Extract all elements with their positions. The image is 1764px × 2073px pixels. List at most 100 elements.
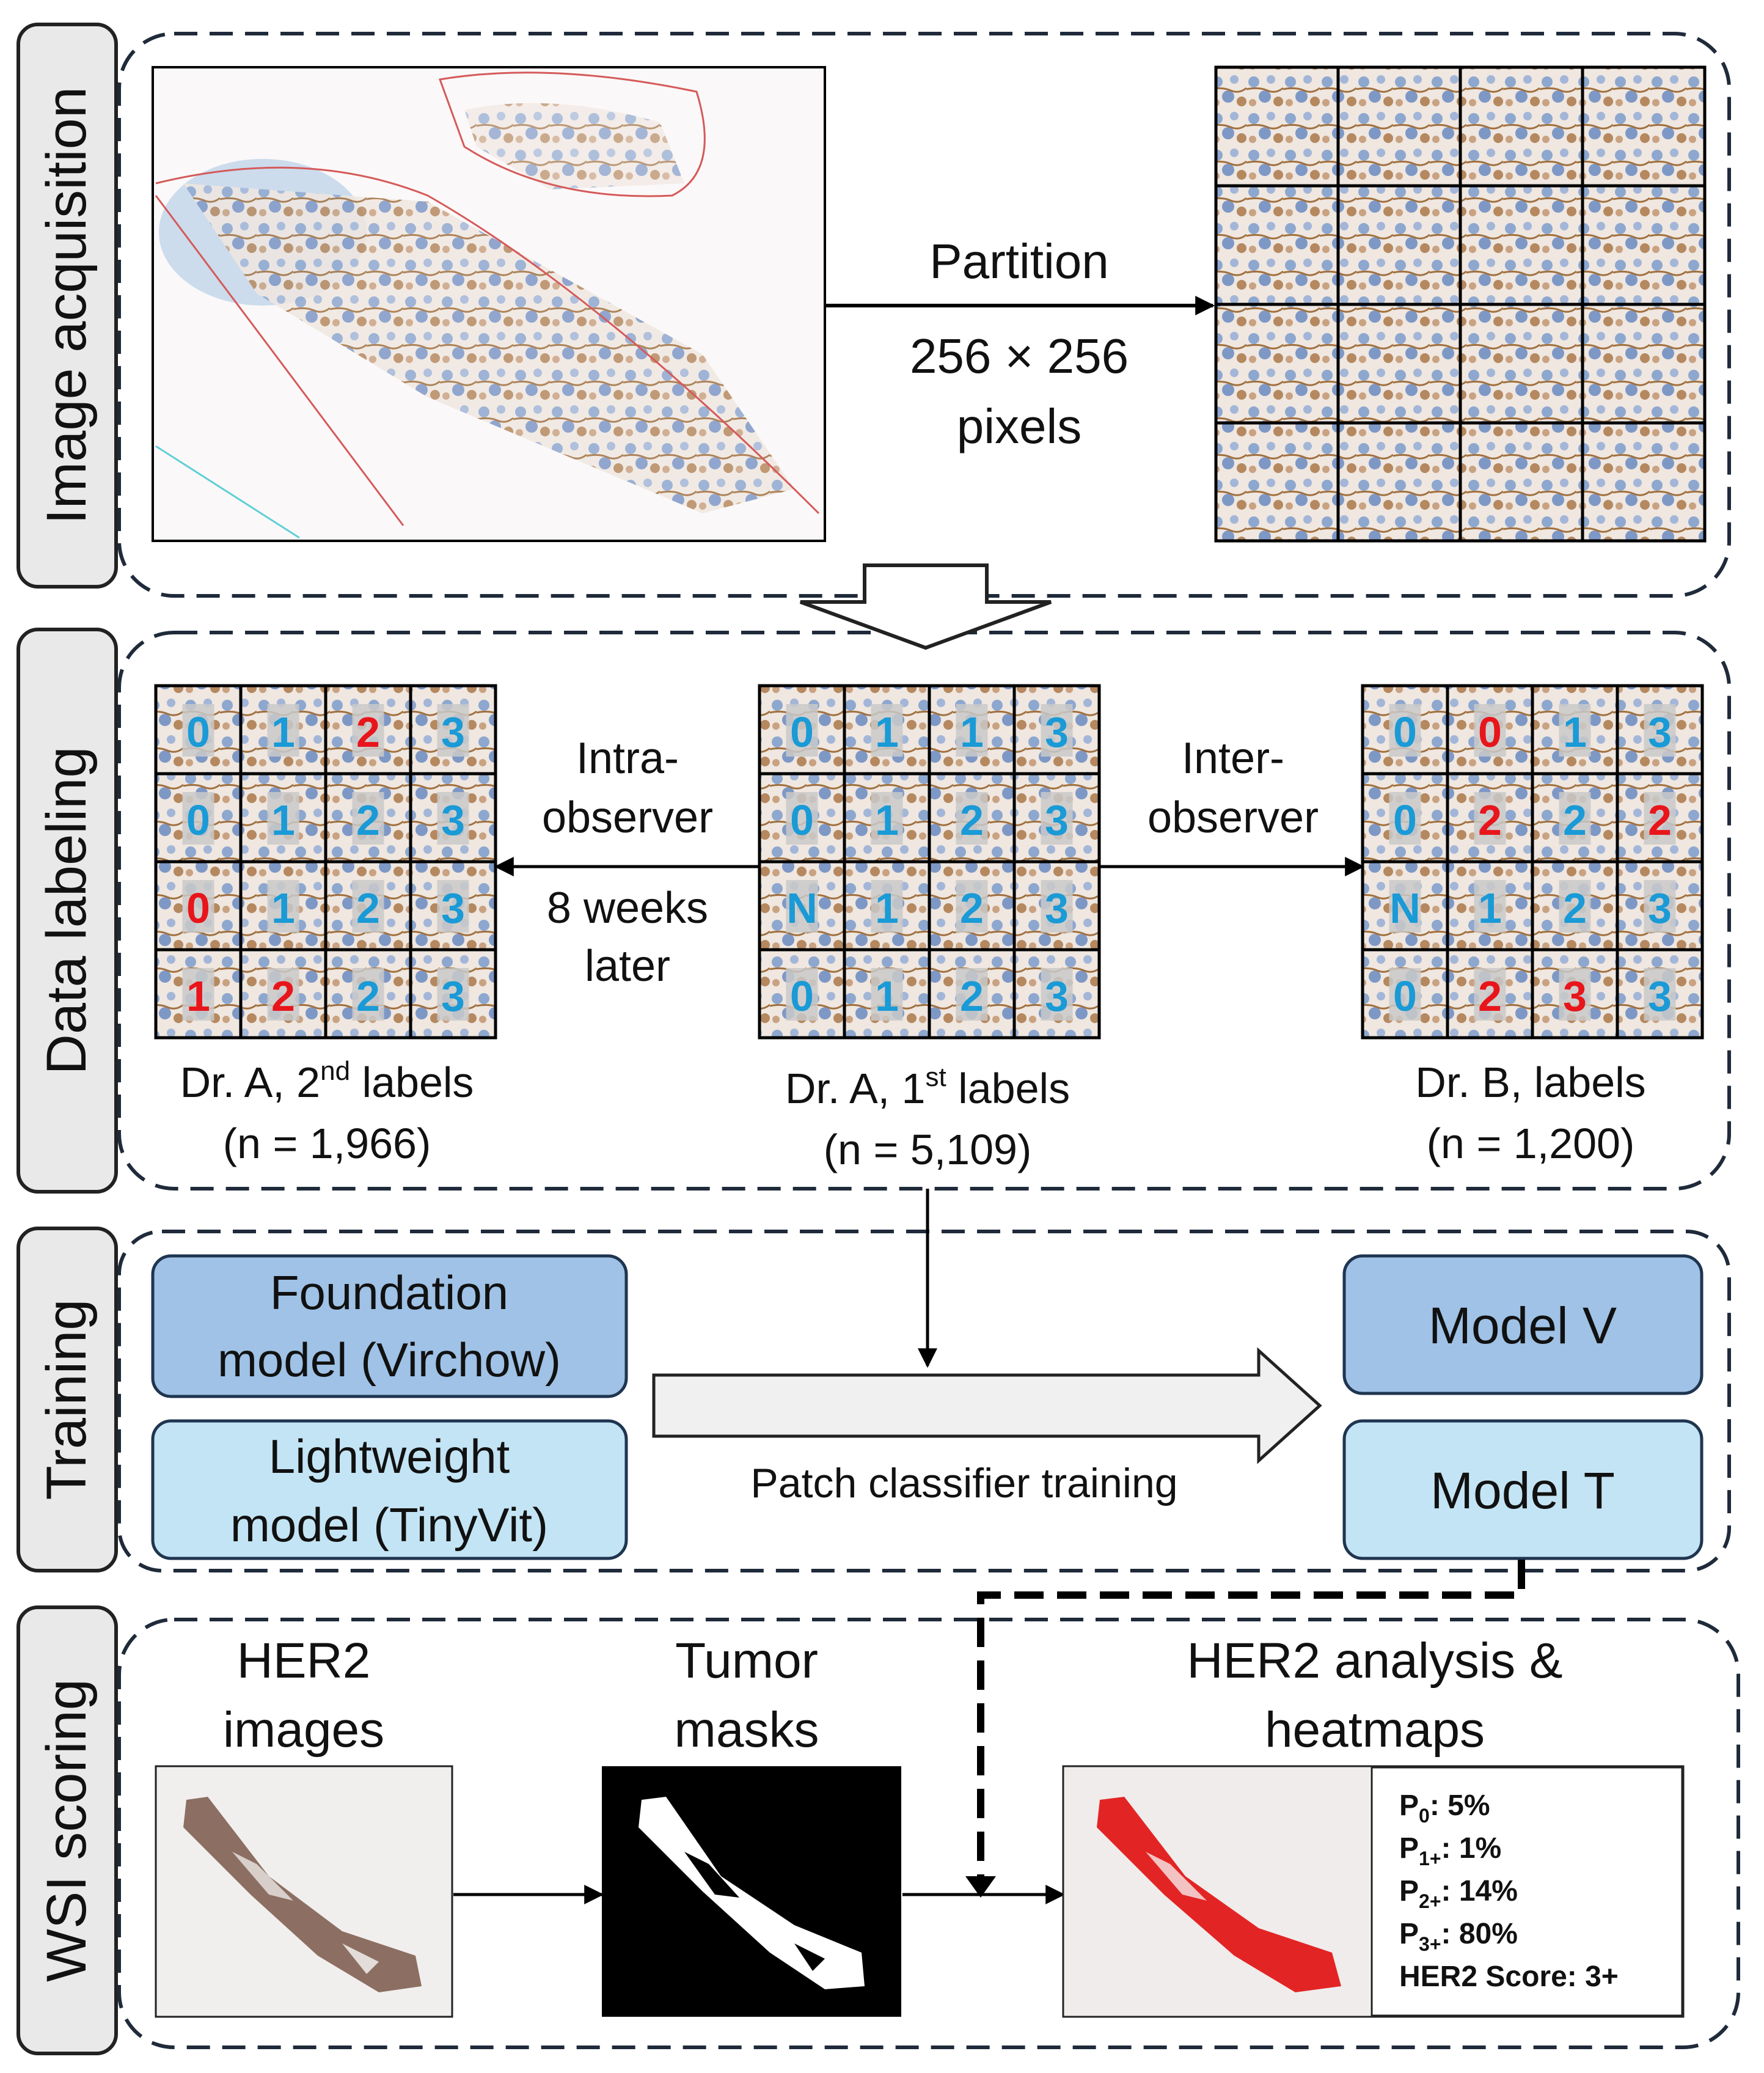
- label-value: 2: [960, 884, 984, 932]
- label-value: 1: [875, 972, 899, 1020]
- label-chip: [437, 792, 469, 845]
- label-chip: [352, 704, 384, 757]
- section-tab-acquisition: Image acquisition: [16, 23, 118, 589]
- label-value: 2: [1563, 884, 1587, 932]
- label-chip: [1559, 792, 1591, 845]
- label-chip: [1389, 792, 1421, 845]
- model-v-box: Model V: [1342, 1254, 1704, 1395]
- grid-cell: [1012, 948, 1101, 1040]
- partition-units: pixels: [957, 399, 1082, 453]
- label-value: 2: [960, 972, 984, 1020]
- label-value: 1: [186, 972, 210, 1020]
- partition-size: 256 × 256: [910, 329, 1129, 383]
- p2-stat: P2+: 14%: [1399, 1875, 1518, 1912]
- count-dr-a-2nd: (n = 1,966): [223, 1120, 431, 1167]
- heatmap-image: P0: 5% P1+: 1% P2+: 14% P3+: 80% HER2 Sc…: [1062, 1765, 1685, 2018]
- label-chip: [871, 880, 903, 933]
- label-chip: [1559, 968, 1591, 1021]
- label-value: 3: [1045, 884, 1069, 932]
- label-chip: [786, 968, 818, 1021]
- label-value: 0: [1393, 796, 1417, 844]
- intra-label-3: 8 weeks: [547, 884, 708, 933]
- label-chip: [1474, 704, 1506, 757]
- lightweight-line-2: model (TinyVit): [230, 1498, 548, 1552]
- label-value: 1: [271, 708, 295, 756]
- label-chip: [437, 968, 469, 1021]
- her2-slide-image: [155, 1765, 453, 2018]
- tumor-masks-line-1: Tumor: [675, 1633, 818, 1689]
- label-value: 1: [1563, 708, 1587, 756]
- section-title-labeling: Data labeling: [35, 746, 98, 1074]
- label-chip: [1559, 704, 1591, 757]
- partition-label: Partition: [929, 234, 1108, 288]
- label-chip: [267, 704, 299, 757]
- label-chip: [956, 792, 988, 845]
- label-value: 0: [1478, 708, 1502, 756]
- label-chip: [1474, 880, 1506, 933]
- label-chip: [1644, 880, 1676, 933]
- section-tab-labeling: Data labeling: [16, 628, 118, 1194]
- count-dr-a-1st: (n = 5,109): [824, 1126, 1032, 1173]
- label-value: 1: [271, 796, 295, 844]
- label-value: 2: [356, 708, 380, 756]
- label-value: 1: [271, 884, 295, 932]
- label-chip: [182, 968, 214, 1021]
- label-chip: [437, 704, 469, 757]
- label-chip: [1041, 792, 1073, 845]
- model-t-label: Model T: [1430, 1462, 1615, 1519]
- label-value: N: [786, 884, 818, 932]
- label-value: 3: [1648, 884, 1672, 932]
- label-value: 3: [1563, 972, 1587, 1020]
- frame-scoring: [117, 1618, 1740, 2049]
- label-value: 0: [790, 708, 814, 756]
- model-t-box: Model T: [1342, 1419, 1704, 1560]
- frame-training: [117, 1230, 1731, 1572]
- label-value: 2: [960, 796, 984, 844]
- grid-cell: [1616, 948, 1704, 1040]
- model-t-dashed-arrowhead: [965, 1876, 996, 1898]
- label-chip: [956, 968, 988, 1021]
- label-value: 1: [960, 708, 984, 756]
- foundation-model-box: Foundation model (Virchow): [151, 1254, 628, 1398]
- label-value: N: [1389, 884, 1421, 932]
- label-chip: [871, 792, 903, 845]
- label-chip: [786, 704, 818, 757]
- lightweight-model-box: Lightweight model (TinyVit): [151, 1419, 628, 1560]
- inter-label-2: observer: [1147, 793, 1319, 842]
- caption-dr-a-1st: Dr. A, 1st labels: [785, 1062, 1070, 1112]
- label-value: 0: [790, 972, 814, 1020]
- foundation-line-2: model (Virchow): [218, 1333, 561, 1387]
- label-value: 1: [875, 708, 899, 756]
- training-arrow-label: Patch classifier training: [750, 1460, 1177, 1506]
- label-value: 3: [441, 972, 465, 1020]
- label-chip: [437, 880, 469, 933]
- label-chip: [956, 880, 988, 933]
- label-chip: [1041, 880, 1073, 933]
- label-value: 3: [1045, 708, 1069, 756]
- section-title-acquisition: Image acquisition: [35, 87, 98, 524]
- whole-slide-image: [152, 66, 826, 542]
- label-chip: [267, 880, 299, 933]
- label-value: 0: [186, 884, 210, 932]
- her2-score: HER2 Score: 3+: [1399, 1961, 1619, 1993]
- label-chip: [182, 792, 214, 845]
- her2-images-line-1: HER2: [237, 1633, 371, 1689]
- label-value: 2: [1478, 796, 1502, 844]
- p3-stat: P3+: 80%: [1399, 1918, 1518, 1955]
- lightweight-line-1: Lightweight: [269, 1429, 510, 1483]
- intra-label-4: later: [585, 942, 670, 991]
- label-value: 2: [356, 972, 380, 1020]
- caption-dr-a-2nd: Dr. A, 2nd labels: [180, 1056, 474, 1106]
- label-value: 3: [1045, 972, 1069, 1020]
- label-value: 1: [875, 796, 899, 844]
- label-value: 3: [1648, 972, 1672, 1020]
- label-value: 2: [356, 884, 380, 932]
- tumor-mask-image: [602, 1766, 901, 2017]
- label-chip: [786, 792, 818, 845]
- label-chip: [352, 968, 384, 1021]
- label-chip: [1644, 792, 1676, 845]
- inter-label-1: Inter-: [1182, 734, 1284, 783]
- label-chip: [1559, 880, 1591, 933]
- label-value: 0: [790, 796, 814, 844]
